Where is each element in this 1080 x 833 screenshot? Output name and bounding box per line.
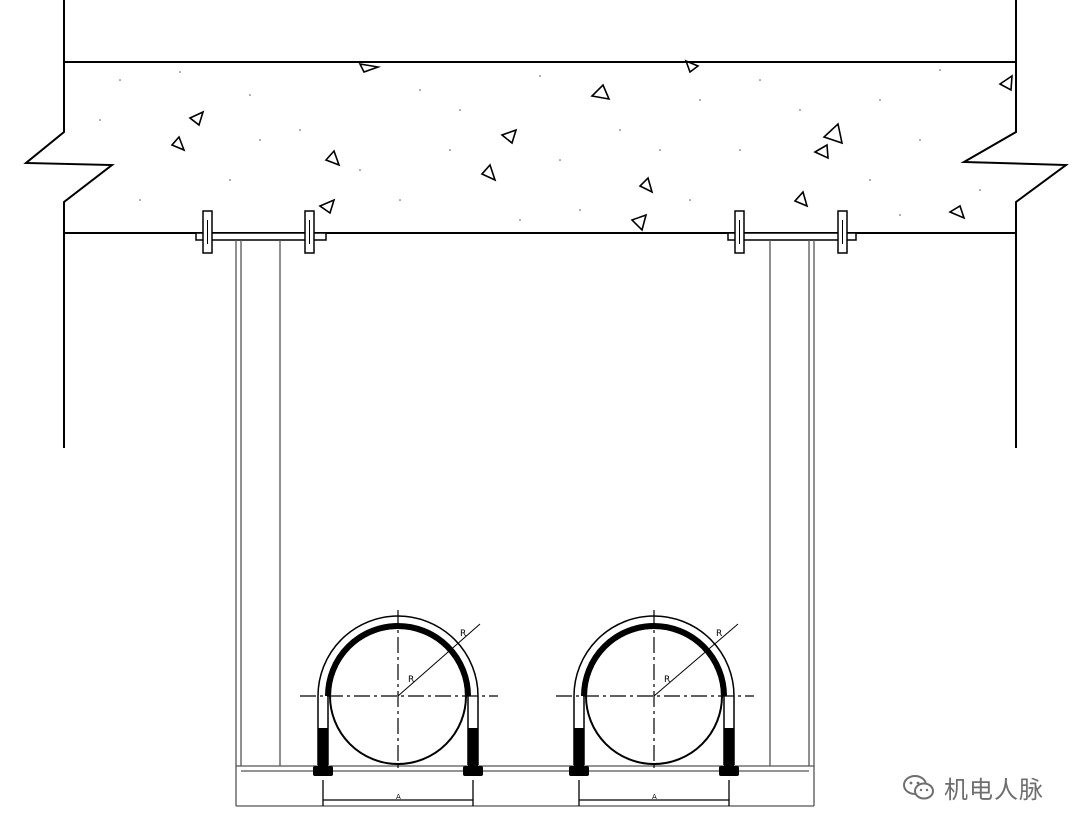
left-anchor-plate — [195, 210, 327, 254]
pipe-right: R R A — [556, 610, 754, 806]
pipe-left-radius-leader — [397, 623, 481, 697]
pipe-left-radius-label: R — [408, 675, 414, 685]
concrete-aggregate — [170, 59, 1013, 232]
upper-wall — [63, 0, 1017, 62]
pipe-right-u-bolt-threads — [569, 728, 739, 776]
lower-wall — [63, 233, 1017, 448]
pipe-left-dimension — [322, 780, 474, 806]
left-hanger — [235, 240, 281, 806]
wechat-icon — [902, 774, 936, 802]
pipe-right-dimension — [578, 780, 730, 806]
concrete-slab — [23, 61, 1069, 234]
pipe-left-u-bolt-threads — [313, 728, 483, 776]
right-hanger — [769, 240, 815, 806]
concrete-speckles — [99, 69, 981, 221]
pipe-right-radius-label-2: R — [716, 629, 722, 639]
pipe-right-dimension-label: A — [652, 793, 657, 801]
pipe-left-dimension-label: A — [396, 793, 401, 801]
watermark: 机电人脉 — [902, 770, 1044, 805]
pipe-left-radius-label-2: R — [460, 629, 466, 639]
pipe-right-radius-label: R — [664, 675, 670, 685]
right-anchor-plate — [727, 210, 857, 254]
pipe-right-radius-leader — [653, 623, 739, 697]
watermark-text: 机电人脉 — [944, 776, 1044, 804]
pipe-left: R R A — [300, 610, 498, 806]
cross-beam — [236, 765, 814, 807]
